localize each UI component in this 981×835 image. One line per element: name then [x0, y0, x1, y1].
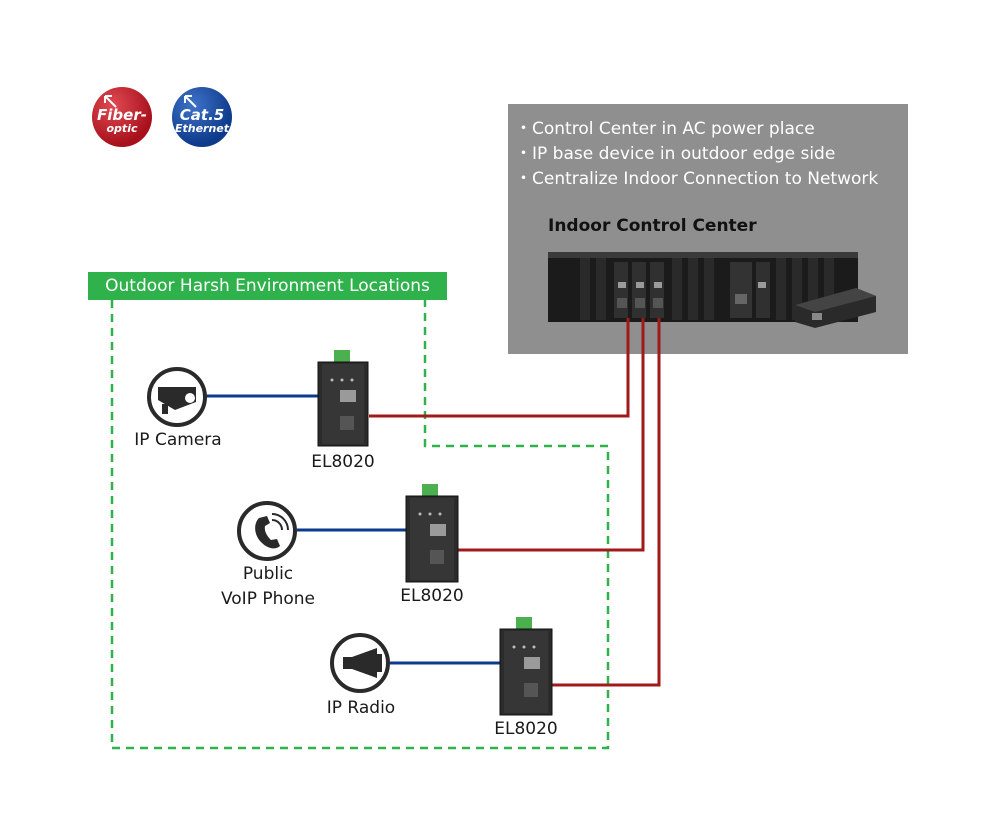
- fiber-link-phone: [458, 318, 645, 552]
- cat5-badge-line2: Ethernet: [174, 122, 230, 135]
- phone-label-line1: Public: [242, 564, 294, 584]
- fiber-link-camera: [369, 318, 630, 418]
- el8020-label-phone: EL8020: [400, 586, 464, 606]
- ip-camera-label: IP Camera: [134, 430, 222, 450]
- el8020-label-radio: EL8020: [494, 719, 558, 739]
- outdoor-zone-border: [110, 300, 610, 750]
- ethernet-links: [206, 394, 500, 665]
- control-center-bullet-2: ・IP base device in outdoor edge side: [515, 144, 836, 164]
- fiber-link-radio: [551, 318, 661, 687]
- arrow-icon: [104, 95, 117, 108]
- camera-icon: [147, 367, 207, 427]
- loudspeaker-icon: [330, 633, 390, 693]
- outdoor-zone-title: Outdoor Harsh Environment Locations: [88, 272, 447, 300]
- arrow-icon: [184, 95, 197, 108]
- control-center-title: Indoor Control Center: [548, 216, 757, 236]
- fiber-badge-line2: optic: [106, 122, 138, 135]
- cat5-ethernet-badge: Cat.5 Ethernet: [172, 87, 232, 147]
- control-center-bullet-1: ・Control Center in AC power place: [515, 119, 815, 139]
- fiber-badge-line1: Fiber-: [97, 106, 147, 124]
- ip-radio-label: IP Radio: [326, 698, 396, 718]
- phone-label-line2: VoIP Phone: [220, 589, 316, 609]
- fiber-links: [369, 318, 661, 687]
- phone-icon: [237, 501, 297, 561]
- media-converter-desktop: [795, 288, 876, 328]
- control-center-bullet-3: ・Centralize Indoor Connection to Network: [515, 169, 879, 189]
- el8020-device-radio: [499, 617, 553, 716]
- el8020-label-camera: EL8020: [311, 452, 375, 472]
- cat5-badge-line1: Cat.5: [179, 106, 225, 124]
- fiber-optic-badge: Fiber- optic: [92, 87, 152, 147]
- el8020-device-phone: [405, 484, 459, 583]
- el8020-device-camera: [317, 350, 369, 447]
